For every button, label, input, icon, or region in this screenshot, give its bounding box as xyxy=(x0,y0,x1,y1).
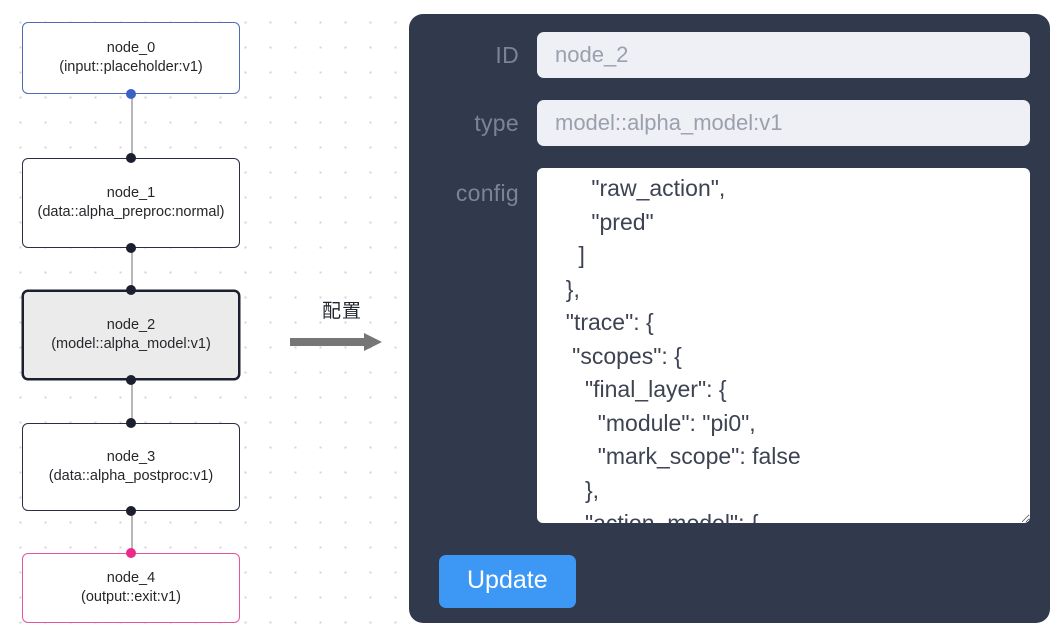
edge-node1-node2 xyxy=(130,248,133,290)
graph-node-node_0[interactable]: node_0(input::placeholder:v1) xyxy=(22,22,240,94)
annotation-label: 配置 xyxy=(321,300,362,322)
node-inspector-panel: ID type config "raw_action", "pred" ] },… xyxy=(409,14,1050,623)
id-input[interactable] xyxy=(537,32,1030,78)
graph-node-node_1[interactable]: node_1(data::alpha_preproc:normal) xyxy=(22,158,240,248)
node_3-target-handle[interactable] xyxy=(126,418,136,428)
node_1-source-handle[interactable] xyxy=(126,243,136,253)
node_3-source-handle[interactable] xyxy=(126,506,136,516)
right-arrow-icon xyxy=(288,333,396,351)
type-input[interactable] xyxy=(537,100,1030,146)
edge-node2-node3 xyxy=(130,380,133,423)
node_2-target-handle[interactable] xyxy=(126,285,136,295)
graph-node-label: node_3(data::alpha_postproc:v1) xyxy=(48,449,214,484)
arrow-head xyxy=(364,333,382,351)
graph-node-label: node_4(output::exit:v1) xyxy=(81,570,181,605)
node_4-target-handle[interactable] xyxy=(126,548,136,558)
config-textarea[interactable]: "raw_action", "pred" ] }, "trace": { "sc… xyxy=(537,168,1030,523)
graph-node-label: node_2(model::alpha_model:v1) xyxy=(51,317,211,352)
config-field-label: config xyxy=(455,180,519,206)
config-field-row: config "raw_action", "pred" ] }, "trace"… xyxy=(419,168,1030,523)
graph-node-label: node_0(input::placeholder:v1) xyxy=(59,40,203,75)
node_0-source-handle[interactable] xyxy=(126,89,136,99)
arrow-shaft xyxy=(290,338,366,346)
annotation-arrow-group: 配置 xyxy=(288,296,396,351)
graph-node-node_3[interactable]: node_3(data::alpha_postproc:v1) xyxy=(22,423,240,511)
edge-node3-node4 xyxy=(130,511,133,553)
graph-node-node_4[interactable]: node_4(output::exit:v1) xyxy=(22,553,240,623)
graph-canvas[interactable]: node_0(input::placeholder:v1) node_1(dat… xyxy=(0,0,400,643)
graph-node-node_2[interactable]: node_2(model::alpha_model:v1) xyxy=(22,290,240,380)
node_2-source-handle[interactable] xyxy=(126,375,136,385)
edge-node0-node1 xyxy=(130,94,133,158)
id-field-label: ID xyxy=(495,41,519,68)
type-field-label: type xyxy=(474,109,519,136)
node_1-target-handle[interactable] xyxy=(126,153,136,163)
update-button[interactable]: Update xyxy=(439,555,576,608)
graph-node-label: node_1(data::alpha_preproc:normal) xyxy=(37,185,225,220)
id-field-row: ID xyxy=(419,32,1030,78)
type-field-row: type xyxy=(419,100,1030,146)
